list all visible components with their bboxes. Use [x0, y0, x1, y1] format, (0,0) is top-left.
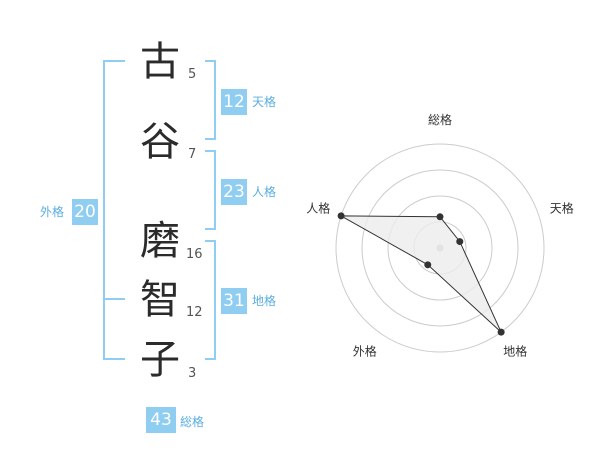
radar-point-5 — [337, 212, 345, 220]
jinkaku-bracket — [205, 150, 216, 230]
tenkaku-badge: 12 — [221, 89, 247, 115]
radar-axis-label-2: 天格 — [550, 200, 574, 215]
tenkaku-label: 天格 — [252, 95, 277, 109]
radar-grid-ring-2 — [387, 195, 493, 301]
radar-series-polygon — [340, 215, 502, 333]
radar-axis-label-1: 総格 — [428, 112, 452, 127]
stroke-count-3: 16 — [186, 247, 203, 262]
radar-axis-label-5: 人格 — [306, 200, 330, 215]
chikaku-label: 地格 — [252, 294, 277, 308]
name-char-4: 智 — [140, 277, 180, 323]
stroke-count-2: 7 — [188, 147, 197, 162]
soukaku-badge: 43 — [146, 407, 176, 433]
stroke-count-1: 5 — [188, 67, 197, 82]
name-char-2: 谷 — [140, 119, 180, 165]
chikaku-badge: 31 — [221, 288, 247, 314]
gaikaku-badge: 20 — [72, 199, 98, 225]
radar-grid-ring-4 — [335, 143, 545, 353]
stroke-count-5: 3 — [188, 366, 197, 381]
gaikaku-bracket-tick — [103, 298, 125, 300]
jinkaku-badge: 23 — [221, 179, 247, 205]
radar-grid-ring-3 — [361, 169, 519, 327]
gaikaku-label: 外格 — [40, 205, 65, 219]
stroke-count-4: 12 — [186, 305, 203, 320]
tenkaku-bracket — [205, 60, 216, 140]
jinkaku-label: 人格 — [252, 185, 277, 199]
radar-axis-label-4: 外格 — [353, 344, 377, 359]
chikaku-bracket — [205, 240, 216, 360]
name-char-5: 子 — [140, 337, 180, 383]
gaikaku-bracket — [103, 60, 125, 360]
soukaku-label: 総格 — [180, 415, 205, 429]
radar-point-3 — [497, 328, 505, 336]
radar-point-2 — [456, 238, 464, 246]
name-char-1: 古 — [140, 39, 180, 85]
name-char-3: 磨 — [140, 218, 180, 264]
radar-point-4 — [424, 261, 432, 269]
radar-axis-label-3: 地格 — [503, 344, 527, 359]
radar-point-1 — [436, 213, 444, 221]
